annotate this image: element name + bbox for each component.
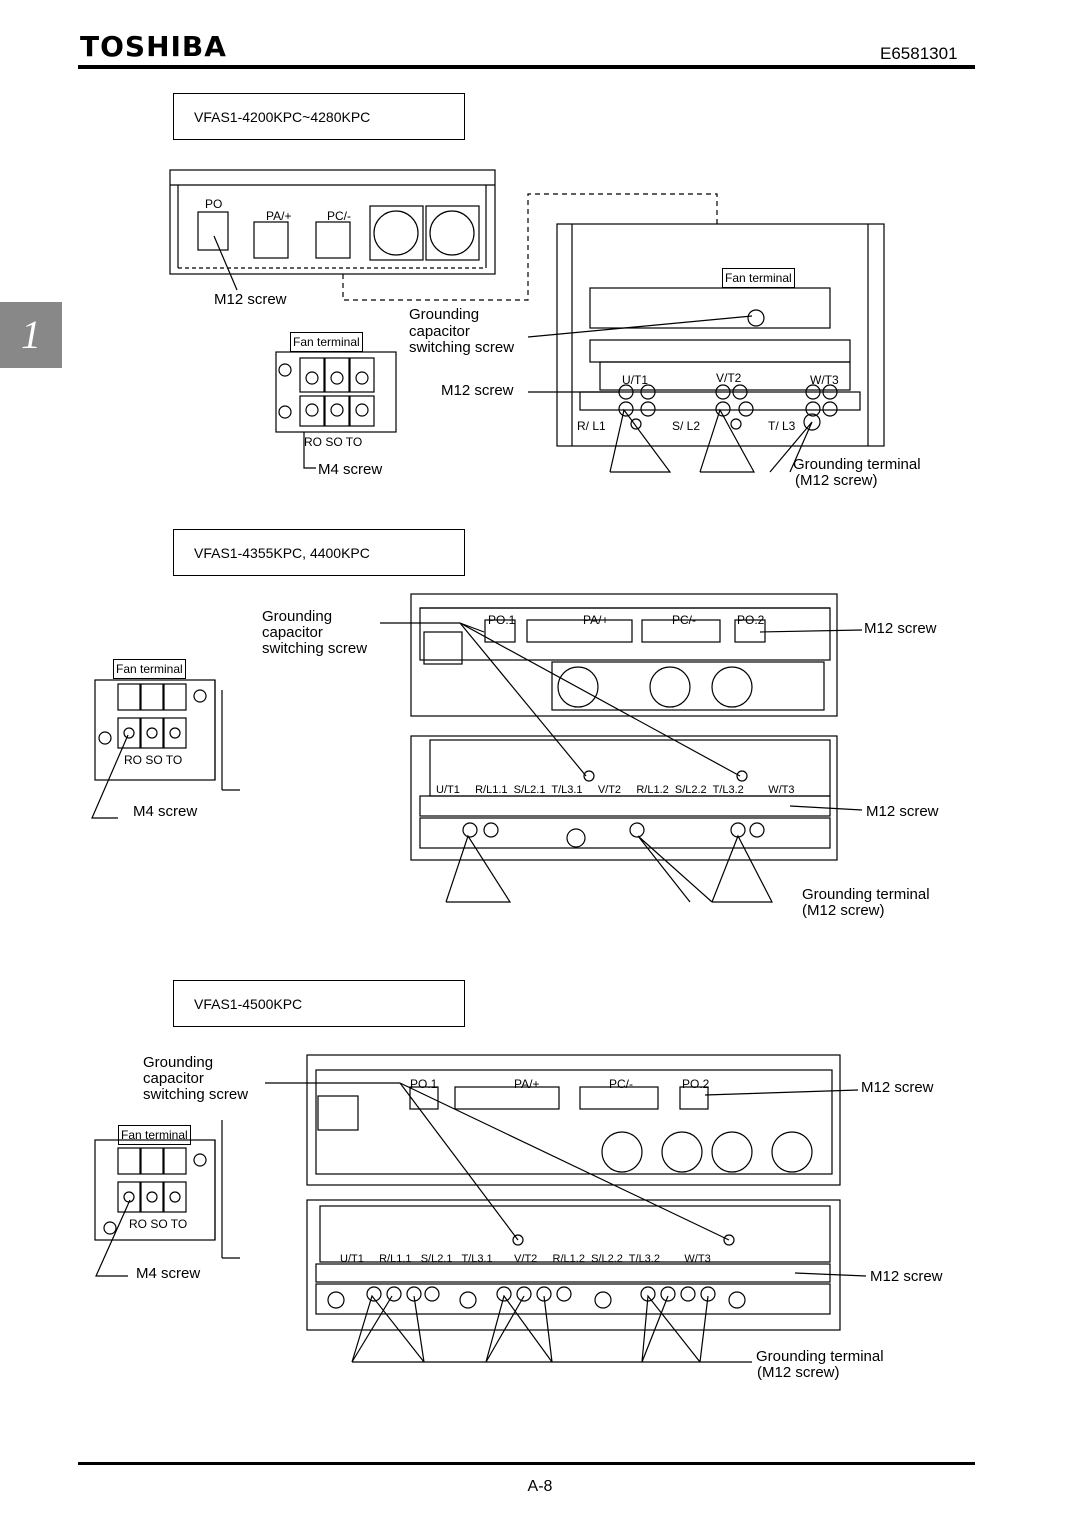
pa-label-3: PA/+ bbox=[514, 1077, 540, 1091]
fan-terminal-label-3: Fan terminal bbox=[118, 1125, 191, 1145]
chapter-tab: 1 bbox=[0, 302, 62, 368]
pa-label-2: PA/+ bbox=[583, 613, 609, 627]
footer-rule bbox=[78, 1462, 975, 1465]
sl2-label-1: S/ L2 bbox=[672, 419, 701, 433]
wt3-label-1: W/T3 bbox=[810, 373, 839, 387]
brand-logo: TOSHIBA bbox=[80, 30, 227, 63]
po1-label-2: PO.1 bbox=[488, 613, 516, 627]
grounding-cap-label-2b: capacitor bbox=[262, 624, 323, 641]
po2-label-2: PO.2 bbox=[737, 613, 765, 627]
ro-so-to-label-1: RO SO TO bbox=[304, 435, 363, 449]
m4-screw-label-3: M4 screw bbox=[136, 1265, 201, 1282]
chassis-2 bbox=[91, 593, 863, 903]
document-number: E6581301 bbox=[880, 44, 958, 63]
m4-screw-label-1: M4 screw bbox=[318, 461, 383, 478]
terminal-row-label-2: U/T1 R/L1.1 S/L2.1 T/L3.1 V/T2 R/L1.2 S/… bbox=[436, 784, 795, 796]
fan-terminal-label-1b: Fan terminal bbox=[722, 268, 795, 288]
grounding-cap-label-1a: Grounding bbox=[409, 306, 480, 323]
m12-screw-label-1a: M12 screw bbox=[214, 291, 287, 308]
grounding-cap-label-1b: capacitor bbox=[409, 323, 470, 340]
fan-terminal-label-1: Fan terminal bbox=[290, 332, 363, 352]
model-title-1: VFAS1-4200KPC~4280KPC bbox=[173, 93, 465, 140]
ro-so-to-label-3: RO SO TO bbox=[129, 1217, 188, 1231]
pc-label-2: PC/- bbox=[672, 613, 696, 627]
grounding-terminal-label-3: Grounding terminal bbox=[756, 1348, 884, 1365]
vt2-label-1: V/T2 bbox=[716, 371, 742, 385]
m12-screw-label-3b: M12 screw bbox=[870, 1268, 943, 1285]
grounding-terminal-screw-label-3: (M12 screw) bbox=[757, 1364, 840, 1381]
m12-screw-label-3a: M12 screw bbox=[861, 1079, 934, 1096]
m12-screw-label-2b: M12 screw bbox=[866, 803, 939, 820]
pc-label-3: PC/- bbox=[609, 1077, 633, 1091]
po1-label-3: PO.1 bbox=[410, 1077, 438, 1091]
ro-so-to-label-2: RO SO TO bbox=[124, 753, 183, 767]
model-title-3: VFAS1-4500KPC bbox=[173, 980, 465, 1027]
po2-label-3: PO.2 bbox=[682, 1077, 710, 1091]
grounding-cap-label-1c: switching screw bbox=[409, 339, 515, 356]
pc-terminal-label: PC/- bbox=[327, 209, 351, 223]
header-rule bbox=[78, 65, 975, 69]
m12-screw-label-1b: M12 screw bbox=[441, 382, 514, 399]
ut1-label-1: U/T1 bbox=[622, 373, 649, 387]
grounding-cap-label-3a: Grounding bbox=[143, 1054, 214, 1071]
grounding-terminal-label-1: Grounding terminal bbox=[793, 456, 921, 473]
fan-terminal-inset-1 bbox=[275, 351, 397, 433]
fan-terminal-label-2: Fan terminal bbox=[113, 659, 186, 679]
m12-screw-label-2a: M12 screw bbox=[864, 620, 937, 637]
po-terminal-label: PO bbox=[205, 197, 223, 211]
model-title-2: VFAS1-4355KPC, 4400KPC bbox=[173, 529, 465, 576]
rl1-label-1: R/ L1 bbox=[577, 419, 606, 433]
terminal-row-label-3: U/T1 R/L1.1 S/L2.1 T/L3.1 V/T2 R/L1.2 S/… bbox=[340, 1253, 711, 1265]
grounding-cap-label-3c: switching screw bbox=[143, 1086, 249, 1103]
grounding-terminal-screw-label-1: (M12 screw) bbox=[795, 472, 878, 489]
grounding-cap-label-2c: switching screw bbox=[262, 640, 368, 657]
chassis-1 bbox=[556, 223, 885, 447]
grounding-terminal-screw-label-2: (M12 screw) bbox=[802, 902, 885, 919]
pa-terminal-label: PA/+ bbox=[266, 209, 292, 223]
tl3-label-1: T/ L3 bbox=[768, 419, 796, 433]
grounding-cap-label-3b: capacitor bbox=[143, 1070, 204, 1087]
page-number: A-8 bbox=[527, 1478, 553, 1495]
chassis-3 bbox=[94, 1054, 867, 1363]
grounding-terminal-label-2: Grounding terminal bbox=[802, 886, 930, 903]
panel-1-top bbox=[169, 169, 496, 275]
m4-screw-label-2: M4 screw bbox=[133, 803, 198, 820]
grounding-cap-label-2a: Grounding bbox=[262, 608, 333, 625]
